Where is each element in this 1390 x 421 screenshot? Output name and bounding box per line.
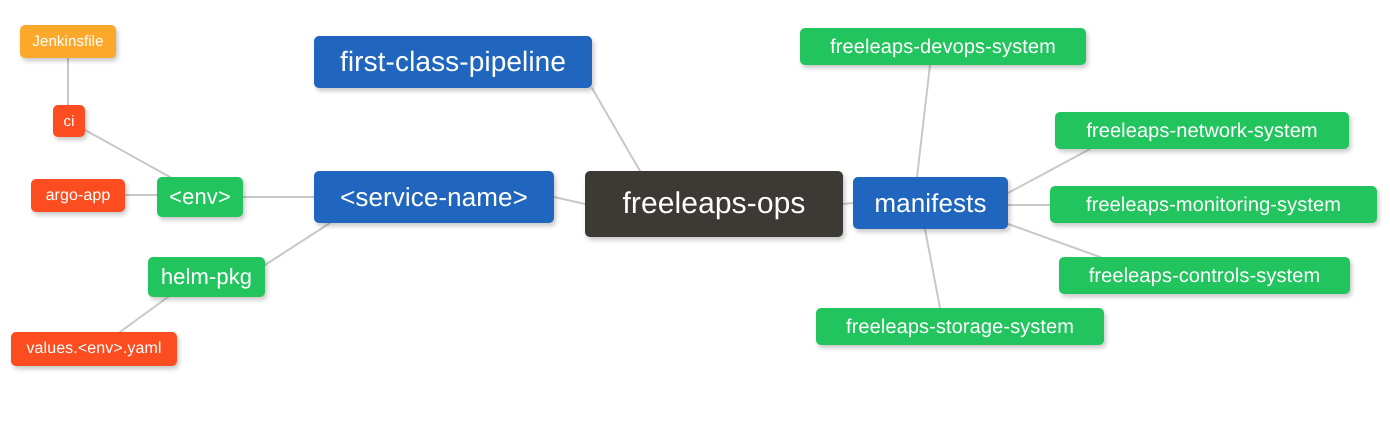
mindmap-node-freeleaps-network-system[interactable]: freeleaps-network-system [1055, 112, 1349, 149]
mindmap-node-jenkinsfile[interactable]: Jenkinsfile [20, 25, 116, 58]
edge-manifests-to-freeleaps-devops-system [916, 64, 931, 178]
mindmap-node-label: freeleaps-devops-system [830, 35, 1056, 58]
mindmap-node-manifests[interactable]: manifests [853, 177, 1008, 229]
mindmap-node-freeleaps-storage-system[interactable]: freeleaps-storage-system [816, 308, 1104, 345]
mindmap-node-label: ci [63, 112, 75, 130]
mindmap-node-first-class-pipeline[interactable]: first-class-pipeline [314, 36, 592, 88]
edge-helm-pkg-to-values-yaml [119, 296, 169, 333]
mindmap-node-ci[interactable]: ci [53, 105, 85, 137]
mindmap-node-freeleaps-ops[interactable]: freeleaps-ops [585, 171, 843, 237]
mindmap-node-service-name[interactable]: <service-name> [314, 171, 554, 223]
edge-freeleaps-ops-to-service-name [553, 196, 586, 205]
mindmap-node-label: values.<env>.yaml [26, 340, 162, 357]
mindmap-node-freeleaps-monitoring-system[interactable]: freeleaps-monitoring-system [1050, 186, 1377, 223]
edge-manifests-to-freeleaps-storage-system [924, 228, 941, 309]
mindmap-node-argo-app[interactable]: argo-app [31, 179, 125, 212]
mindmap-node-label: freeleaps-ops [622, 187, 806, 220]
mindmap-node-env[interactable]: <env> [157, 177, 243, 217]
mindmap-node-label: Jenkinsfile [32, 33, 104, 50]
edge-freeleaps-ops-to-manifests [842, 202, 854, 205]
mindmap-node-label: <service-name> [340, 182, 528, 212]
mindmap-node-label: manifests [874, 188, 987, 218]
mindmap-node-label: freeleaps-network-system [1086, 119, 1318, 142]
edge-service-name-to-helm-pkg [264, 222, 331, 266]
mindmap-node-label: first-class-pipeline [339, 46, 567, 77]
edge-env-to-ci [84, 129, 171, 178]
mindmap-node-label: <env> [169, 184, 231, 209]
mindmap-node-values-yaml[interactable]: values.<env>.yaml [11, 332, 177, 366]
mindmap-node-label: freeleaps-storage-system [845, 315, 1075, 338]
mindmap-node-helm-pkg[interactable]: helm-pkg [148, 257, 265, 297]
mindmap-node-freeleaps-devops-system[interactable]: freeleaps-devops-system [800, 28, 1086, 65]
mindmap-node-freeleaps-controls-system[interactable]: freeleaps-controls-system [1059, 257, 1350, 294]
edge-freeleaps-ops-to-first-class-pipeline [591, 87, 641, 172]
edge-manifests-to-freeleaps-controls-system [1007, 223, 1101, 258]
mindmap-node-label: freeleaps-controls-system [1088, 264, 1321, 287]
mindmap-node-label: argo-app [45, 186, 111, 204]
mindmap-node-label: helm-pkg [160, 264, 253, 289]
mindmap-node-label: freeleaps-monitoring-system [1085, 193, 1341, 216]
